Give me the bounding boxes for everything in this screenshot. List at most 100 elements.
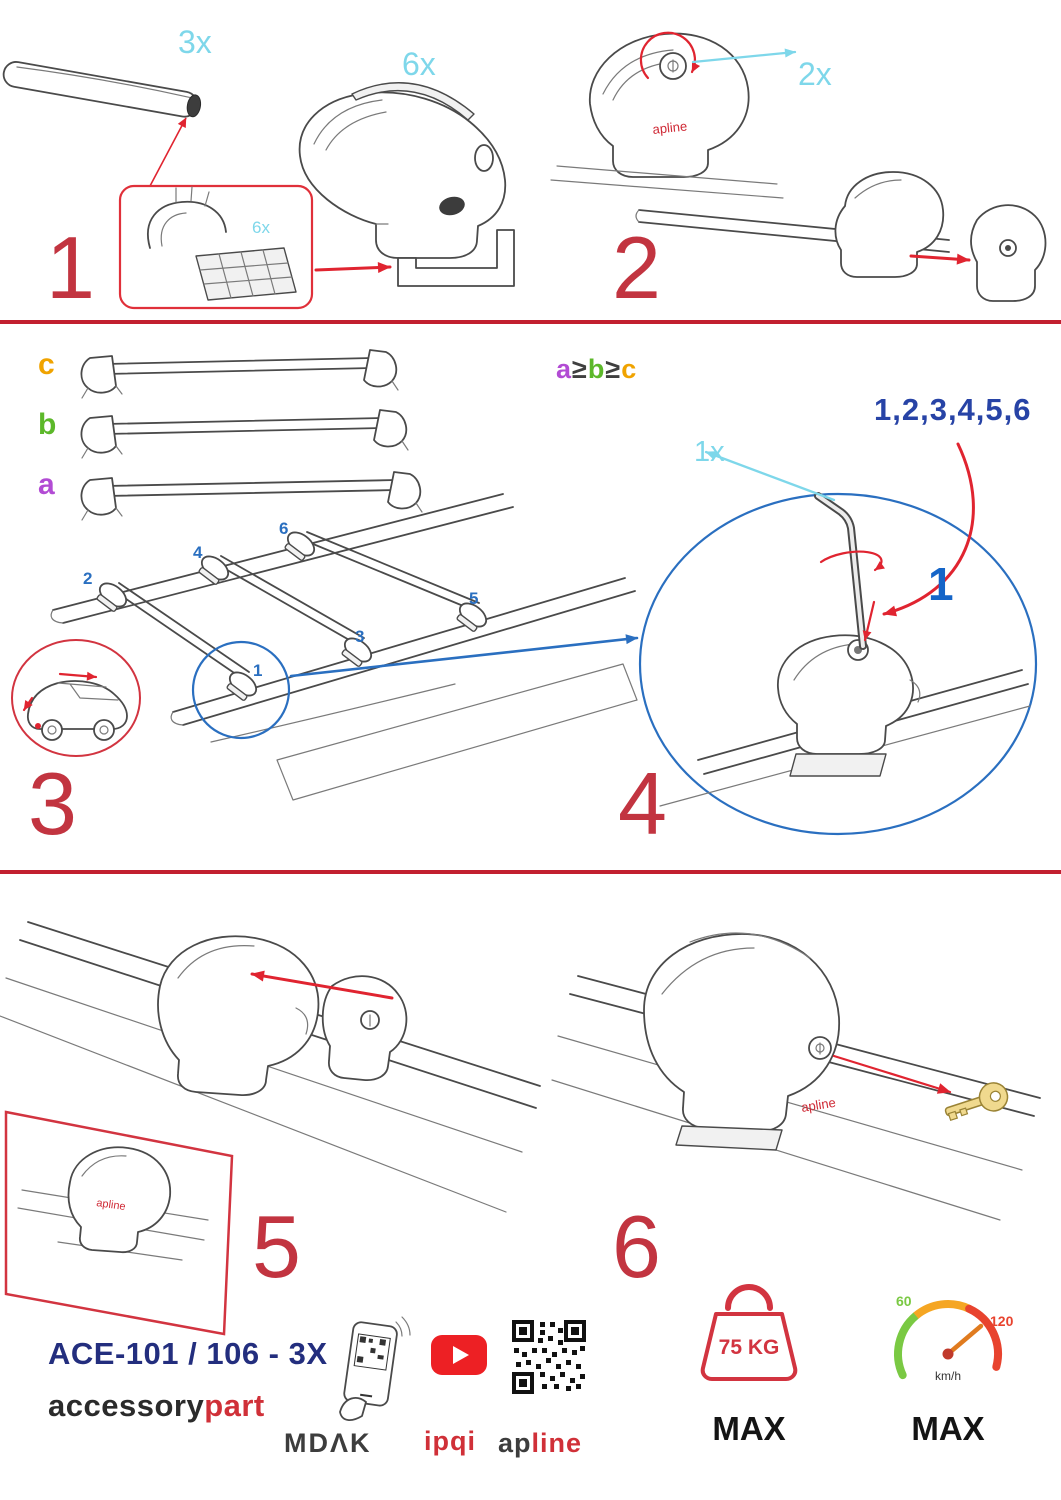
rubber-pad	[195, 247, 297, 301]
step-2-illustration: apline	[550, 31, 1047, 302]
foot-quantity-label: 6x	[402, 46, 436, 82]
arm-attach-arrow	[250, 970, 394, 1000]
pad-quantity-label: 6x	[252, 218, 270, 237]
rule-c: c	[621, 354, 638, 384]
rule-ge-1: ≥	[572, 354, 588, 384]
weight-limit-value: 75 KG	[719, 1336, 780, 1359]
lock-quantity-label: 2x	[798, 56, 832, 92]
needle	[945, 1323, 984, 1357]
apline-logo-red: line	[531, 1428, 583, 1458]
key-icon	[944, 1082, 1009, 1122]
bar-label-a: a	[38, 468, 55, 501]
qr-code-icon	[512, 1320, 586, 1394]
weight-max-label: MAX	[712, 1410, 786, 1447]
foot-body: apline	[643, 932, 840, 1151]
reference-dot	[35, 723, 41, 729]
foot-brand-label: apline	[800, 1095, 837, 1115]
step-2-number: 2	[612, 218, 661, 317]
position-3-label: 3	[355, 627, 364, 646]
phone-scan-icon	[339, 1316, 411, 1421]
tool-qty-arrow	[704, 450, 836, 502]
brand-logo-black: accessory	[48, 1388, 205, 1423]
rule-b: b	[587, 354, 606, 384]
rotate-lock-arrow	[639, 31, 701, 80]
brand-mark	[439, 196, 465, 216]
max-weight-icon: 75 KG	[700, 1284, 798, 1381]
key-insert-arrow	[832, 1054, 952, 1094]
youtube-icon	[431, 1335, 487, 1375]
partner-mdak-logo: MDΛK	[284, 1428, 372, 1458]
cover-arm	[321, 975, 408, 1081]
bar-quantity-label: 3x	[178, 24, 212, 60]
apline-logo: apline	[498, 1428, 582, 1459]
car-outline	[26, 680, 128, 741]
bar-label-b: b	[38, 408, 57, 441]
roof-mounting-diagram: 2 4 6 1 3 5	[50, 493, 639, 801]
front-direction-arrow	[22, 696, 34, 712]
foot-brand-label: apline	[652, 118, 688, 137]
step-6-number: 6	[612, 1197, 661, 1296]
foot-closeup	[777, 634, 921, 777]
cross-bar	[2, 61, 202, 118]
position-1-highlight-circle	[191, 640, 291, 740]
cover-attach-arrow	[909, 253, 971, 265]
speed-max-label: MAX	[911, 1410, 985, 1447]
brand-logo: accessorypart	[48, 1388, 265, 1424]
position-6-label: 6	[279, 519, 288, 538]
foot-body	[157, 935, 320, 1096]
lock-qty-arrow	[691, 48, 797, 64]
base-clamp	[397, 229, 515, 287]
play-icon	[453, 1346, 469, 1364]
rotate-key-arrow	[819, 550, 885, 572]
hand-icon	[339, 1397, 367, 1421]
step-1-number: 1	[46, 218, 95, 317]
rule-ge-2: ≥	[605, 354, 622, 384]
foot-with-lock: apline	[550, 31, 784, 199]
tightening-sequence: 1,2,3,4,5,6	[874, 392, 1032, 427]
product-model: ACE-101 / 106 - 3X	[48, 1336, 328, 1371]
pad-pointer-line	[149, 117, 187, 187]
step-6-illustration: apline	[551, 932, 1041, 1221]
bar-b	[80, 409, 409, 459]
position-2-label: 2	[83, 569, 92, 588]
zoom-callout-arrow	[289, 634, 639, 678]
mounting-feet	[96, 531, 488, 701]
roof-direction-arrow	[58, 671, 98, 681]
locked-foot-inset: apline	[4, 1110, 234, 1336]
speed-unit-label: km/h	[935, 1369, 961, 1383]
position-1-label: 1	[253, 661, 262, 680]
first-position-callout: 1	[928, 558, 954, 610]
section-divider-1	[0, 320, 1061, 324]
section-divider-2	[0, 870, 1061, 874]
apline-logo-black: ap	[498, 1428, 532, 1458]
vehicle-inset	[11, 639, 141, 757]
step-3-number: 3	[28, 754, 77, 853]
bar-size-chart	[80, 349, 423, 521]
bar-c	[80, 349, 399, 399]
partner-ipqi-logo: ipqi	[424, 1426, 476, 1456]
cross-bars-mounted	[112, 531, 480, 680]
foot-assembly	[298, 82, 515, 287]
speed-low-label: 60	[896, 1293, 912, 1309]
bar-label-c: c	[38, 348, 55, 381]
step-1-illustration	[2, 61, 515, 310]
brand-logo-red: part	[204, 1388, 265, 1423]
step-5-illustration: apline	[0, 921, 541, 1336]
bar-end-assembly	[635, 171, 1047, 302]
bar-end-opening	[186, 94, 202, 118]
step-4-number: 4	[618, 754, 667, 853]
windshield-outline	[210, 663, 638, 801]
tension-knob	[474, 144, 494, 172]
sequence-callout-arrow	[882, 442, 975, 617]
position-4-label: 4	[193, 543, 203, 562]
position-5-label: 5	[469, 589, 478, 608]
inset-brand-label: apline	[96, 1197, 127, 1213]
pad-detail-inset	[118, 184, 314, 310]
step-4-zoom-view: 1	[638, 442, 1038, 836]
speed-high-label: 120	[990, 1313, 1014, 1329]
bar-a	[80, 471, 423, 521]
speedometer-icon: 60 120 km/h	[894, 1293, 1014, 1383]
tighten-down-arrow	[862, 600, 876, 642]
size-order-note: a≥b≥c	[556, 354, 637, 385]
